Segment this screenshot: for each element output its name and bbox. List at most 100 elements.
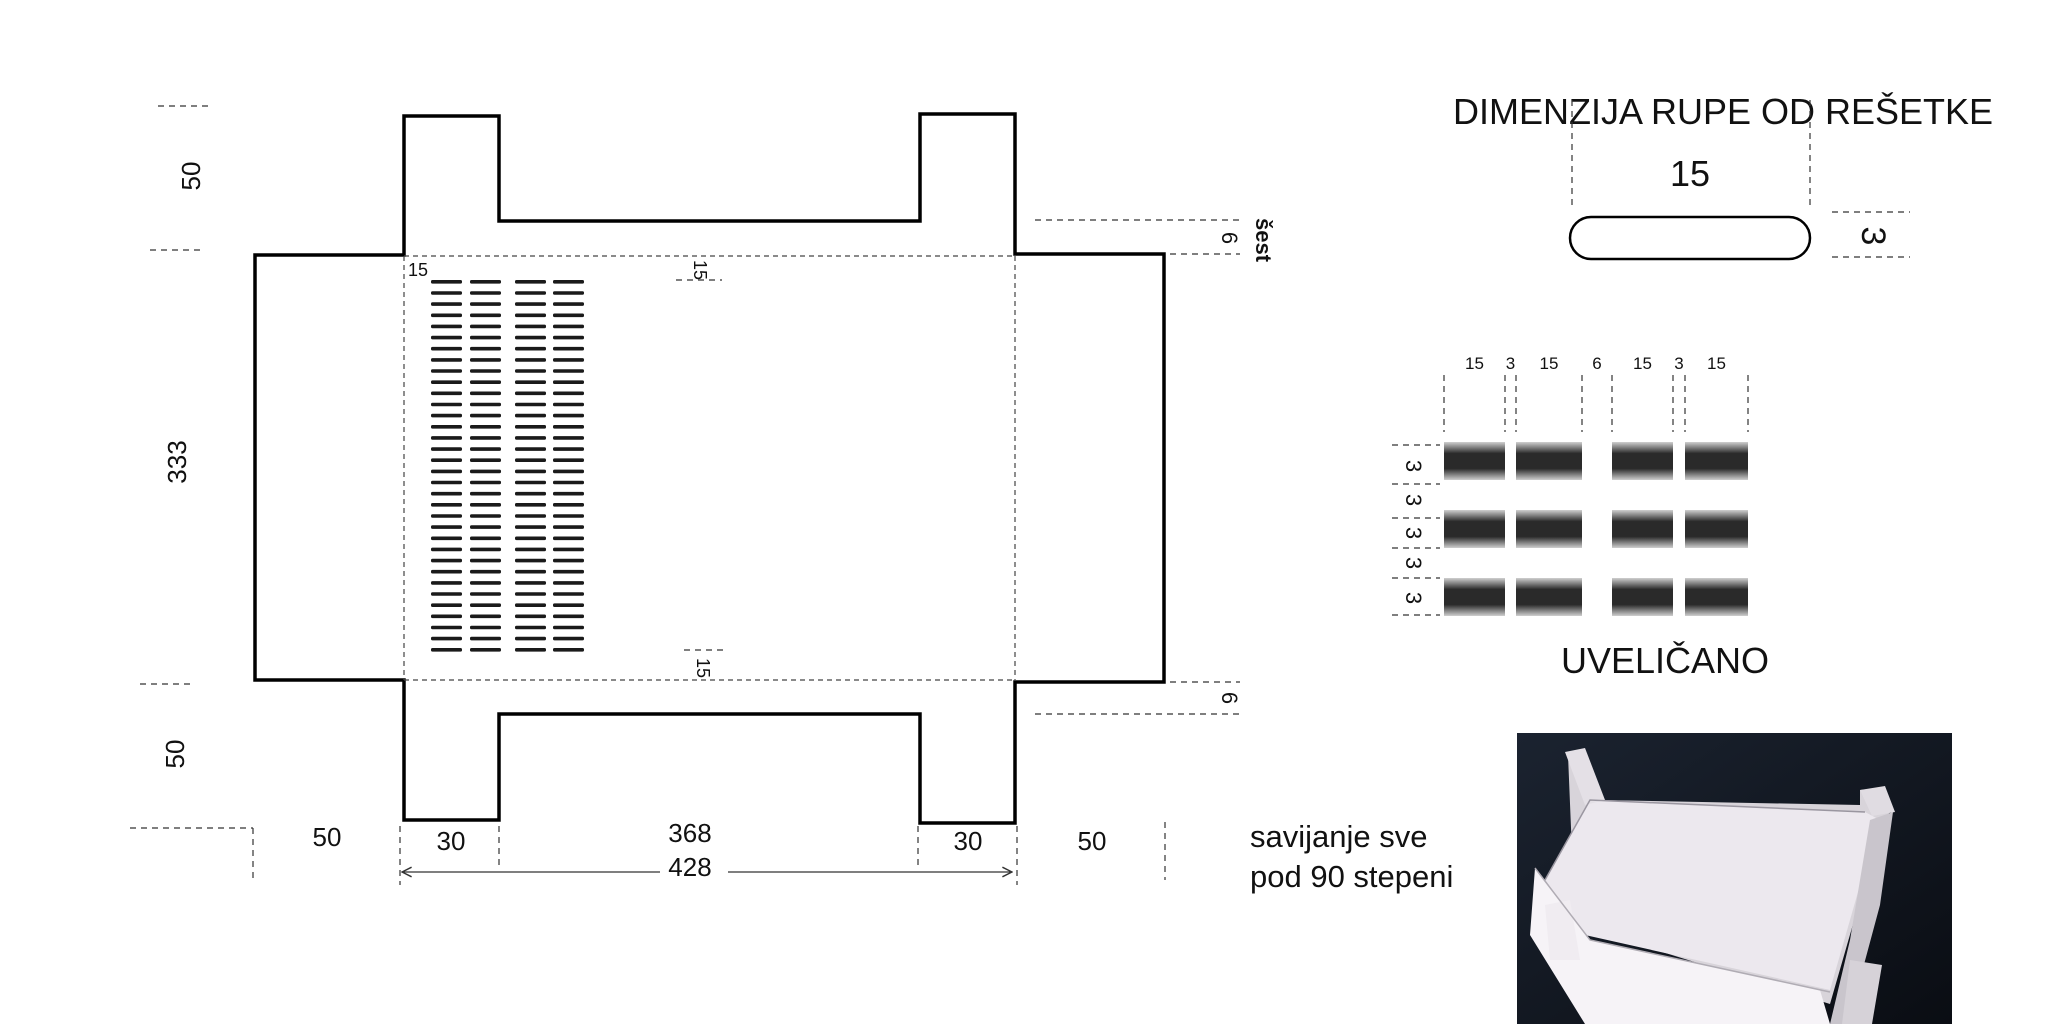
grid-slot xyxy=(431,458,462,462)
grid-slot xyxy=(431,447,462,451)
grid-slot xyxy=(553,313,584,318)
right-tab-width-label: 30 xyxy=(954,826,983,856)
grid-slot xyxy=(431,636,462,641)
inner-dimensions: 15 15 15 xyxy=(408,260,728,678)
grid-slot xyxy=(515,391,546,396)
zoom-column-label: 6 xyxy=(1592,354,1601,373)
grid-slot xyxy=(470,569,501,574)
grid-slot xyxy=(431,569,462,574)
grid-slot xyxy=(470,581,501,585)
zoom-slot xyxy=(1685,578,1748,616)
grid-slot xyxy=(553,581,584,585)
grid-slot xyxy=(515,480,546,485)
zoom-row-label: 3 xyxy=(1401,460,1426,472)
grid-slot xyxy=(470,346,501,351)
right-gap-bottom-label: 6 xyxy=(1217,692,1242,704)
grid-slot xyxy=(431,391,462,396)
right-flap-width-label: 50 xyxy=(1078,826,1107,856)
zoom-row-label: 3 xyxy=(1401,494,1426,506)
grid-slot xyxy=(515,302,546,306)
zoom-guides xyxy=(1443,375,1749,432)
grid-slot xyxy=(515,625,546,630)
grid-slot xyxy=(553,346,584,351)
zoom-column-label: 3 xyxy=(1506,354,1515,373)
grid-slot xyxy=(515,369,546,373)
grid-slot xyxy=(431,547,462,552)
grid-slot xyxy=(515,436,546,440)
note-line-2: pod 90 stepeni xyxy=(1250,859,1453,894)
grid-slot xyxy=(515,346,546,351)
corner-offset-label: 15 xyxy=(408,260,428,280)
grid-slot xyxy=(515,280,546,284)
grid-slot xyxy=(515,291,546,295)
zoom-column-label: 15 xyxy=(1540,354,1559,373)
grid-slot xyxy=(431,302,462,306)
grid-slot xyxy=(431,514,462,518)
grid-slot xyxy=(431,346,462,351)
grid-slot xyxy=(515,358,546,362)
bottom-margin-label: 15 xyxy=(693,658,713,678)
grid-slot xyxy=(470,648,501,652)
grid-slot xyxy=(470,369,501,373)
grid-slot xyxy=(515,491,546,496)
grid-slot xyxy=(470,402,501,407)
zoom-caption: UVELIČANO xyxy=(1561,640,1769,681)
grid-slot xyxy=(431,491,462,496)
grid-slot xyxy=(470,503,501,507)
grid-slot xyxy=(515,503,546,507)
grid-slot xyxy=(553,603,584,607)
hole-title: DIMENZIJA RUPE OD REŠETKE xyxy=(1453,91,1993,132)
grid-slot xyxy=(553,503,584,507)
grid-slot xyxy=(431,413,462,418)
grid-slot xyxy=(515,536,546,541)
grid-slot xyxy=(515,402,546,407)
zoom-slots xyxy=(1444,442,1748,616)
grid-slot xyxy=(470,536,501,541)
grid-slot xyxy=(553,402,584,407)
grid-slot xyxy=(470,603,501,607)
grid-slot xyxy=(470,425,501,429)
grid-slot xyxy=(515,547,546,552)
zoom-slot xyxy=(1444,442,1505,480)
grid-slot xyxy=(470,558,501,563)
zoom-column-label: 3 xyxy=(1674,354,1683,373)
grid-slot xyxy=(431,425,462,429)
zoom-slot xyxy=(1612,510,1673,548)
grid-slot xyxy=(515,648,546,652)
zoom-row-label: 3 xyxy=(1401,592,1426,604)
left-tab-width-label: 30 xyxy=(437,826,466,856)
grid-slot xyxy=(553,380,584,384)
net-outline xyxy=(253,112,1166,825)
grid-slot xyxy=(553,625,584,630)
grid-slot xyxy=(553,369,584,373)
grid-slot xyxy=(431,280,462,284)
grid-slot xyxy=(431,358,462,362)
grid-slot xyxy=(431,324,462,329)
grid-slot xyxy=(553,302,584,306)
grid-slot xyxy=(553,335,584,340)
grid-slot xyxy=(553,391,584,396)
grid-slot xyxy=(470,625,501,630)
grid-slot xyxy=(431,291,462,295)
zoom-column-label: 15 xyxy=(1633,354,1652,373)
grid-slot xyxy=(553,413,584,418)
grid-slot xyxy=(431,380,462,384)
grid-slot xyxy=(431,402,462,407)
grid-slot xyxy=(470,302,501,306)
grid-slot xyxy=(470,380,501,384)
grid-slot xyxy=(515,581,546,585)
grid-slot xyxy=(515,469,546,474)
grid-slot xyxy=(431,335,462,340)
grid-slot xyxy=(515,603,546,607)
hole-length-label: 15 xyxy=(1670,153,1710,194)
grid-slot xyxy=(431,536,462,541)
total-width-label: 428 xyxy=(668,852,711,882)
grid-slot xyxy=(431,625,462,630)
grid-slot xyxy=(553,592,584,596)
grid-slot xyxy=(553,536,584,541)
slot-grid xyxy=(431,280,584,652)
grid-slot xyxy=(515,447,546,451)
grid-slot xyxy=(470,447,501,451)
